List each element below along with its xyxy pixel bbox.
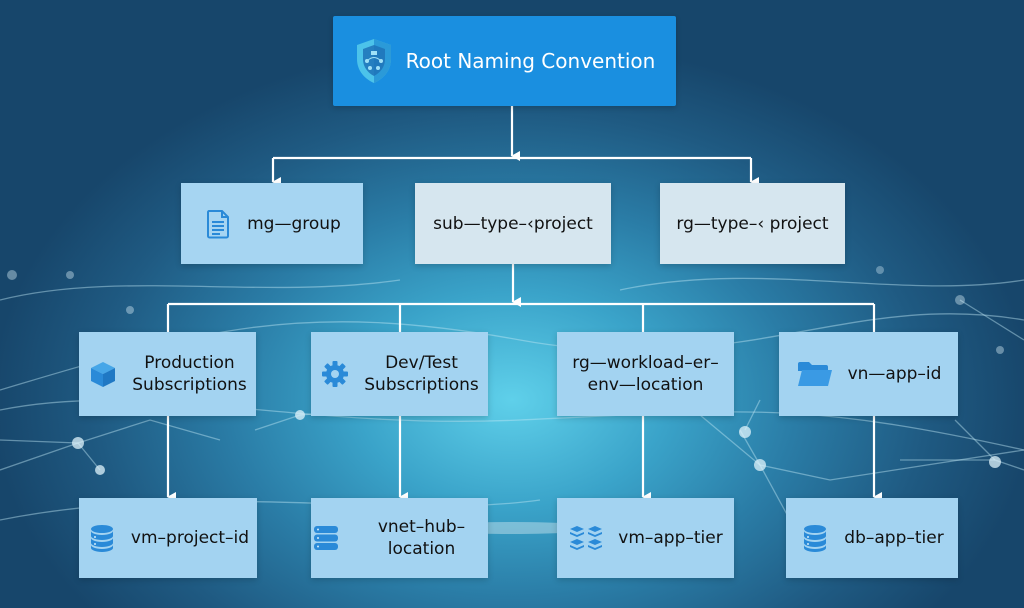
- node-rg-type-project[interactable]: rg—type–‹ project: [660, 183, 845, 264]
- database-icon: [87, 523, 117, 553]
- node-mg-group[interactable]: mg—group: [181, 183, 363, 264]
- stacked-layers-icon: [568, 523, 604, 553]
- node-vm-project-id[interactable]: vm–project–id: [79, 498, 257, 578]
- node-devtest-subscriptions[interactable]: Dev/Test Subscriptions: [311, 332, 488, 416]
- folder-icon: [796, 359, 834, 389]
- node-label: sub—type–‹project: [433, 213, 593, 234]
- shield-network-icon: [354, 37, 394, 85]
- node-label: vn—app–id: [847, 364, 942, 384]
- node-label: vnet–hub–location: [377, 517, 466, 559]
- document-icon: [203, 209, 233, 239]
- node-production-subscriptions[interactable]: Production Subscriptions: [79, 332, 256, 416]
- root-label: Root Naming Convention: [405, 49, 656, 73]
- node-label-line1: Dev/Test: [385, 353, 458, 373]
- node-label-line1: Production: [144, 353, 235, 373]
- node-label-line2: env—location: [587, 375, 704, 395]
- node-sub-type-project[interactable]: sub—type–‹project: [415, 183, 611, 264]
- node-label: mg—group: [247, 213, 341, 234]
- node-label: vm–app–tier: [618, 528, 723, 548]
- root-node[interactable]: Root Naming Convention: [333, 16, 676, 106]
- node-label: rg—type–‹ project: [676, 213, 829, 234]
- database-icon: [800, 523, 830, 553]
- server-icon: [311, 523, 341, 553]
- node-vnet-hub-location[interactable]: vnet–hub–location: [311, 498, 488, 578]
- node-label-line2: Subscriptions: [132, 375, 247, 395]
- node-vn-app-id[interactable]: vn—app–id: [779, 332, 958, 416]
- node-vm-app-tier[interactable]: vm–app–tier: [557, 498, 734, 578]
- node-label-line1: rg—workload–er–: [572, 353, 719, 373]
- cube-icon: [88, 359, 118, 389]
- node-label: db–app–tier: [844, 528, 944, 548]
- node-label: vm–project–id: [130, 528, 250, 548]
- gear-icon: [320, 359, 350, 389]
- node-db-app-tier[interactable]: db–app–tier: [786, 498, 958, 578]
- node-rg-workload-env-location[interactable]: rg—workload–er– env—location: [557, 332, 734, 416]
- node-label-line2: Subscriptions: [364, 375, 479, 395]
